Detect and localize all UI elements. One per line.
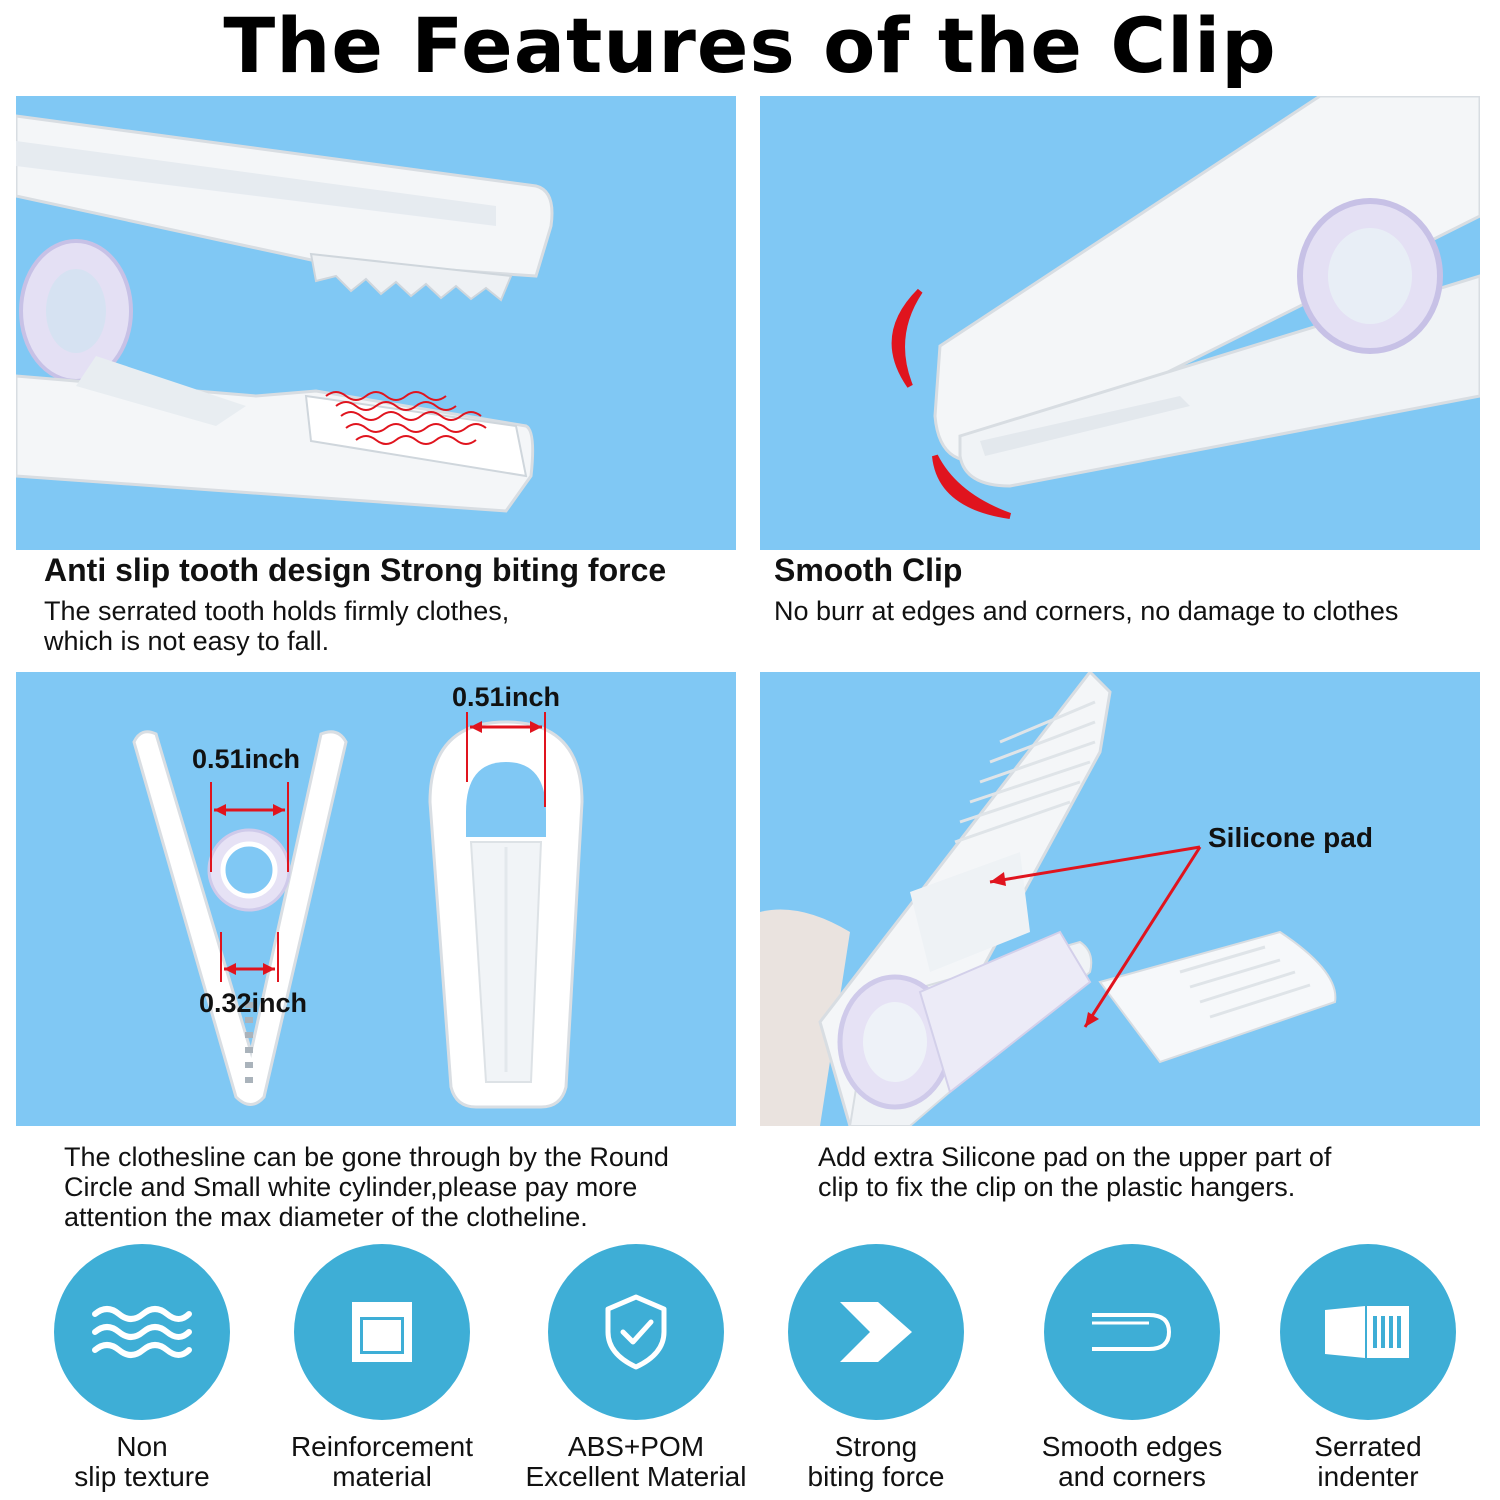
feature-serrated-indenter: Serrated indenter [1248, 1244, 1488, 1492]
square-frame-icon [352, 1302, 412, 1362]
silicone-pad-photo: Silicone pad [760, 672, 1480, 1126]
wave-icon [92, 1306, 192, 1358]
smooth-clip-caption-title: Smooth Clip [774, 552, 963, 588]
feature-smooth-edges: Smooth edges and corners [1012, 1244, 1252, 1492]
smooth-clip-photo [760, 96, 1480, 550]
feature-circle [548, 1244, 724, 1420]
shield-check-icon [605, 1294, 667, 1370]
page-title: The Features of the Clip [223, 1, 1277, 90]
feature-circle [54, 1244, 230, 1420]
silicone-caption-text: Add extra Silicone pad on the upper part… [818, 1142, 1332, 1202]
gap-width-label: 0.32inch [199, 988, 308, 1018]
anti-slip-teeth-photo [16, 96, 736, 550]
feature-reinforcement: Reinforcement material [262, 1244, 502, 1492]
feature-label: Non slip texture [74, 1431, 210, 1492]
feature-circle [1280, 1244, 1456, 1420]
feature-material: ABS+POM Excellent Material [516, 1244, 756, 1492]
rounded-corner-icon [1092, 1313, 1172, 1351]
clothesline-caption-text: The clothesline can be gone through by t… [64, 1142, 669, 1232]
feature-label: Smooth edges and corners [1041, 1431, 1223, 1492]
feature-label: Reinforcement material [290, 1431, 474, 1492]
circle-diameter-label: 0.51inch [192, 744, 301, 774]
feature-non-slip: Non slip texture [22, 1244, 262, 1492]
anti-slip-caption-text: The serrated tooth holds firmly clothes,… [44, 596, 510, 656]
feature-circle [1044, 1244, 1220, 1420]
anti-slip-caption-title: Anti slip tooth design Strong biting for… [44, 552, 667, 588]
feature-circle [788, 1244, 964, 1420]
serrated-indenter-icon [1325, 1306, 1409, 1358]
chevron-arrow-icon [840, 1302, 912, 1362]
smooth-clip-caption-text: No burr at edges and corners, no damage … [774, 596, 1399, 626]
dimensions-diagram: 0.51inch 0.32inch 0.51inch [16, 672, 736, 1126]
feature-label: Strong biting force [807, 1431, 945, 1492]
feature-circle [294, 1244, 470, 1420]
feature-biting-force: Strong biting force [756, 1244, 996, 1492]
feature-label: ABS+POM Excellent Material [525, 1431, 747, 1492]
feature-label: Serrated indenter [1314, 1431, 1422, 1492]
top-width-label: 0.51inch [452, 682, 561, 712]
silicone-pad-label: Silicone pad [1208, 822, 1373, 853]
